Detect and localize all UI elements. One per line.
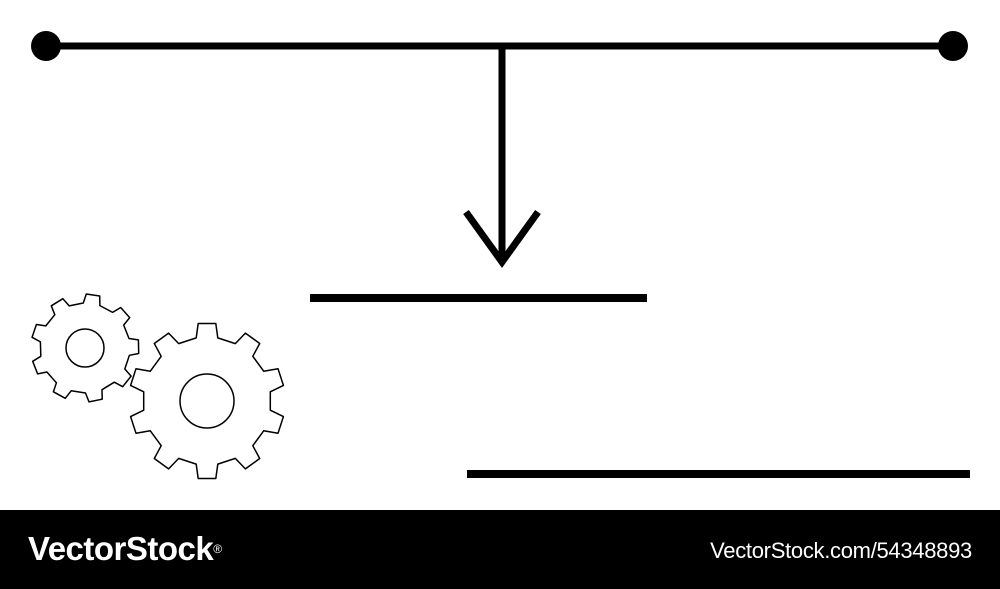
brand-name: VectorStock [28, 530, 214, 567]
small-gear-hole [65, 328, 105, 368]
large-gear-hole [179, 373, 235, 429]
diagram-canvas [31, 31, 970, 480]
image-reference: VectorStock.com/54348893 [710, 538, 972, 563]
registered-mark: ® [213, 542, 222, 556]
vectorstock-logo: VectorStock® [28, 529, 222, 569]
right-endpoint-dot-icon [938, 31, 968, 61]
arrow-down-icon [463, 46, 541, 268]
watermark-banner: VectorStock® VectorStock.com/54348893 [0, 510, 1000, 589]
gears-icon [31, 293, 285, 480]
left-endpoint-dot-icon [31, 31, 61, 61]
diagram-svg [31, 31, 970, 480]
